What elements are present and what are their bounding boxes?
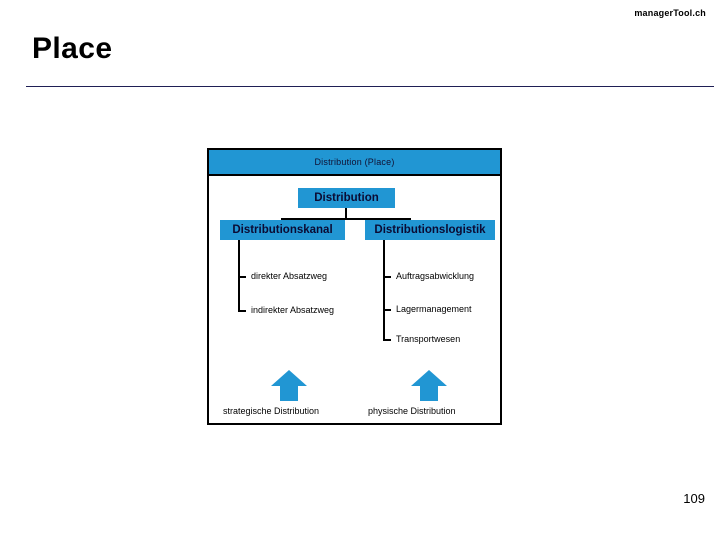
node-distributionslogistik-label: Distributionslogistik bbox=[374, 224, 486, 236]
page-title: Place bbox=[32, 32, 113, 65]
leaf-transportwesen: Transportwesen bbox=[396, 334, 461, 344]
distribution-diagram: Distribution (Place) Distribution Distri… bbox=[207, 148, 502, 425]
connector-right-spine bbox=[383, 240, 385, 341]
brand-label: managerTool.ch bbox=[634, 8, 706, 18]
connector-root-stem bbox=[345, 208, 347, 220]
connector-tick bbox=[383, 276, 391, 278]
node-distribution: Distribution bbox=[298, 188, 395, 208]
connector-bus bbox=[281, 218, 411, 220]
leaf-lagermanagement: Lagermanagement bbox=[396, 304, 472, 314]
page-number: 109 bbox=[683, 491, 705, 506]
connector-tick bbox=[383, 339, 391, 341]
arrow-up-icon bbox=[409, 368, 449, 402]
caption-physische-distribution: physische Distribution bbox=[368, 406, 456, 416]
connector-tick bbox=[238, 310, 246, 312]
connector-tick bbox=[238, 276, 246, 278]
node-distributionskanal-label: Distributionskanal bbox=[232, 224, 333, 236]
leaf-direkter-absatzweg: direkter Absatzweg bbox=[251, 271, 328, 281]
caption-strategische-distribution: strategische Distribution bbox=[223, 406, 320, 416]
diagram-header-label: Distribution (Place) bbox=[314, 157, 395, 167]
leaf-auftragsabwicklung: Auftragsabwicklung bbox=[396, 271, 475, 281]
diagram-header-bar: Distribution (Place) bbox=[209, 150, 500, 176]
node-distribution-label: Distribution bbox=[314, 192, 379, 204]
title-divider bbox=[26, 86, 714, 87]
arrow-up-icon bbox=[269, 368, 309, 402]
connector-tick bbox=[383, 309, 391, 311]
node-distributionskanal: Distributionskanal bbox=[220, 220, 345, 240]
leaf-indirekter-absatzweg: indirekter Absatzweg bbox=[251, 305, 335, 315]
node-distributionslogistik: Distributionslogistik bbox=[365, 220, 495, 240]
